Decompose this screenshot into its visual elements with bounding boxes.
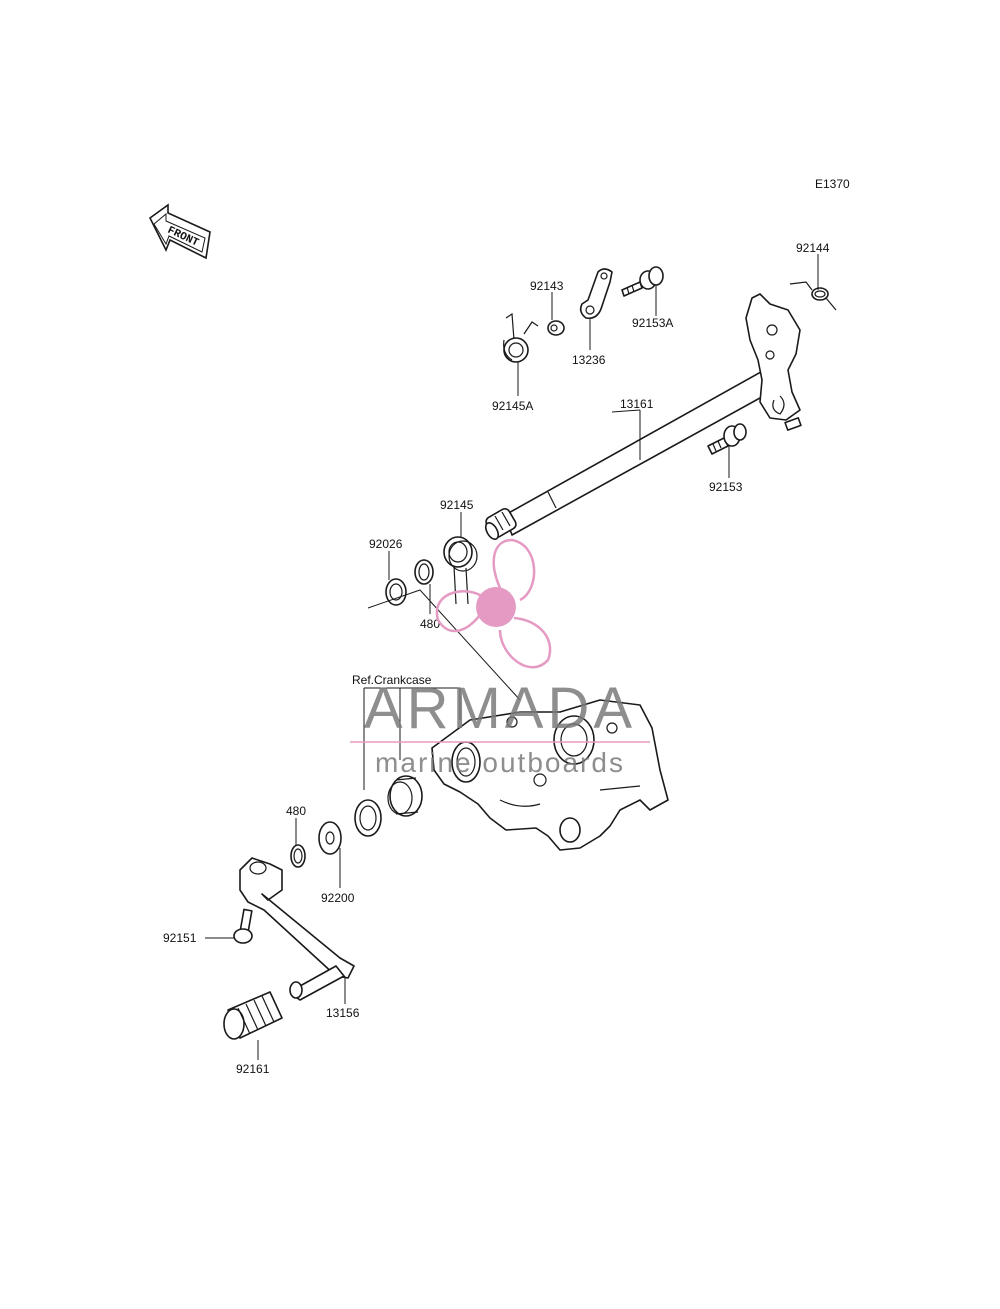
bearing xyxy=(387,775,423,817)
oil-seal xyxy=(354,799,382,837)
shift-arm-plate xyxy=(745,293,802,431)
diagram-code: E1370 xyxy=(815,177,850,191)
label-92026: 92026 xyxy=(369,537,403,551)
label-92161: 92161 xyxy=(236,1062,270,1076)
label-92151: 92151 xyxy=(163,931,197,945)
circlip-480-top xyxy=(414,559,434,585)
circlip-480-bottom xyxy=(290,844,306,868)
label-92144: 92144 xyxy=(796,241,830,255)
label-92200: 92200 xyxy=(321,891,355,905)
crankcase xyxy=(431,699,669,851)
label-13236: 13236 xyxy=(572,353,606,367)
label-13156: 13156 xyxy=(326,1006,360,1020)
lever-13236 xyxy=(579,268,613,320)
label-13161: 13161 xyxy=(620,397,654,411)
label-92153A: 92153A xyxy=(632,316,673,330)
bolt-92153 xyxy=(707,423,747,455)
bolt-92151 xyxy=(233,908,253,944)
ref-bracket xyxy=(363,687,461,790)
spring-92144 xyxy=(789,281,837,311)
label-92145: 92145 xyxy=(440,498,474,512)
washer-92026 xyxy=(385,578,407,606)
bracket-line xyxy=(367,589,521,701)
label-92145A: 92145A xyxy=(492,399,533,413)
shift-pedal xyxy=(239,857,355,1001)
label-92153: 92153 xyxy=(709,480,743,494)
bolt-92153A xyxy=(621,266,664,297)
spring-92145A xyxy=(503,312,539,363)
shift-shaft xyxy=(484,367,781,540)
label-480-bottom: 480 xyxy=(286,804,306,818)
label-480-top: 480 xyxy=(420,617,440,631)
label-92143: 92143 xyxy=(530,279,564,293)
propeller-logo-icon xyxy=(435,538,552,669)
ref-crankcase-label: Ref.Crankcase xyxy=(352,673,432,687)
collar-92143 xyxy=(547,320,565,336)
rubber-92161 xyxy=(223,991,283,1040)
watermark-brand: ARMADA xyxy=(364,676,636,741)
leader-lines xyxy=(205,254,819,1060)
front-arrow-icon: FRONT xyxy=(148,203,211,260)
watermark-tagline: marine outboards xyxy=(375,747,625,778)
washer-92200 xyxy=(318,821,342,855)
spring-92145 xyxy=(443,536,478,605)
part-labels: 92144 92143 92153A 13236 92145A 13161 92… xyxy=(163,241,830,1076)
